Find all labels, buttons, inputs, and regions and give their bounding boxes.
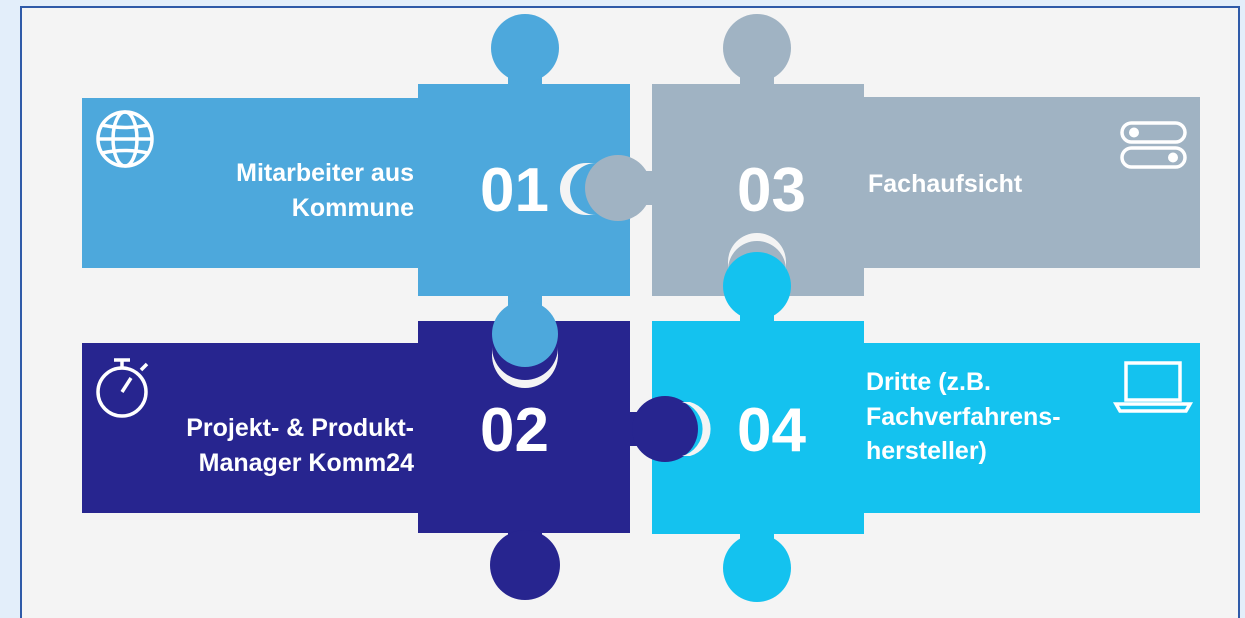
laptop-icon (1112, 361, 1194, 413)
globe-icon (96, 110, 154, 168)
piece-04-number: 04 (737, 396, 806, 465)
stopwatch-icon (96, 358, 149, 418)
piece-02-label: Projekt- & Produkt- Manager Komm24 (186, 411, 414, 480)
piece-04-label-line-2: Fachverfahrens- (866, 402, 1061, 431)
piece-03-label: Fachaufsicht (868, 167, 1022, 202)
piece-02-label-line-1: Projekt- & Produkt- (186, 414, 414, 442)
piece-01-number: 01 (480, 156, 549, 225)
puzzle-piece-03-knob (585, 155, 656, 221)
piece-01-label: Mitarbeiter aus Kommune (236, 156, 414, 225)
piece-04-label-line-1: Dritte (z.B. (866, 368, 991, 396)
piece-04-label: Dritte (z.B. Fachverfahrens- hersteller) (866, 365, 1061, 469)
toggle-switches-icon (1120, 121, 1187, 169)
piece-04-label-line-3: hersteller) (866, 437, 987, 465)
piece-01-label-line-1: Mitarbeiter aus (236, 159, 414, 187)
puzzle-piece-04 (652, 252, 1200, 602)
piece-02-number: 02 (480, 396, 549, 465)
socket-gaps (492, 163, 786, 456)
puzzle-piece-03 (652, 14, 1200, 296)
piece-03-label-line-1: Fachaufsicht (868, 170, 1023, 198)
puzzle-piece-02 (82, 321, 698, 600)
piece-03-number: 03 (737, 156, 806, 225)
piece-02-label-line-2: Manager Komm24 (198, 448, 414, 477)
piece-01-label-line-2: Kommune (291, 193, 414, 222)
